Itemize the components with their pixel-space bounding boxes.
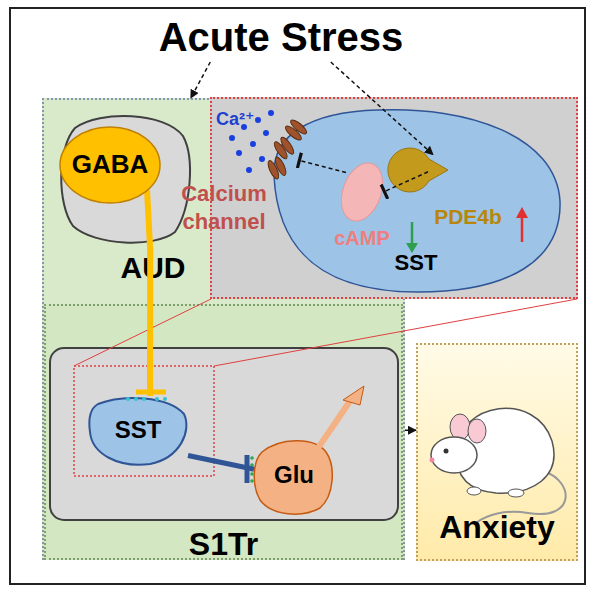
- stimulus-heading: Acute Stress: [150, 12, 412, 62]
- camp-blob: [334, 157, 390, 226]
- ion-dot: [263, 130, 269, 136]
- channel-half: [289, 118, 309, 136]
- channel: [266, 156, 288, 180]
- region-box: S1Tr SST Glu: [44, 304, 403, 560]
- channel-group: Calcium channel: [178, 122, 310, 250]
- ion-dot: [250, 141, 256, 147]
- pacman: [388, 148, 448, 192]
- mouse-nose: [430, 458, 435, 463]
- ion-dot: [259, 156, 265, 162]
- axon-segment: [147, 190, 150, 246]
- connector: [191, 62, 211, 98]
- mouse-eye: [444, 449, 449, 454]
- ion-dot: [246, 167, 252, 173]
- enzyme-node: PDE4b: [422, 146, 514, 232]
- ion-dot: [236, 150, 242, 156]
- nucleus: [60, 127, 160, 203]
- channel-half: [279, 136, 296, 156]
- cell-body: [89, 398, 186, 465]
- node-text: SST: [98, 416, 178, 444]
- channel: [272, 136, 296, 161]
- ion-dot: [229, 135, 235, 141]
- node-text: PDE4b: [422, 204, 514, 230]
- channel: [284, 118, 309, 142]
- cell-body: SSTcAMP PDE4b: [268, 106, 562, 294]
- node-text: Glu: [254, 461, 334, 489]
- neuron-cell: GABA: [55, 108, 193, 246]
- node-text: AUD: [108, 250, 198, 286]
- node-text: GABA: [60, 149, 160, 179]
- ion-dot: [255, 117, 261, 123]
- mouse-paw: [467, 487, 481, 495]
- frame-rect: [10, 8, 585, 584]
- cell-membrane: [274, 110, 560, 292]
- mouse-ear: [468, 419, 486, 443]
- node-text: SST: [386, 250, 446, 276]
- outcome-box: Anxiety: [416, 343, 578, 561]
- node-text: Calcium channel: [178, 180, 270, 236]
- ion-label: Ca²⁺: [216, 108, 276, 130]
- ion-dot: [268, 110, 274, 116]
- mouse-paw: [508, 489, 524, 497]
- node-text: Anxiety: [416, 508, 578, 546]
- connector: [405, 429, 416, 431]
- cortex-panel: [50, 348, 398, 520]
- node-text: Acute Stress: [150, 14, 412, 60]
- neuron-cell: SST: [88, 396, 188, 466]
- mouse-ear: [450, 414, 470, 440]
- neuron-cell: Glu: [254, 438, 334, 516]
- mouse-head: [431, 437, 477, 473]
- node-text: cAMP: [316, 226, 408, 250]
- node-text: S1Tr: [44, 527, 403, 561]
